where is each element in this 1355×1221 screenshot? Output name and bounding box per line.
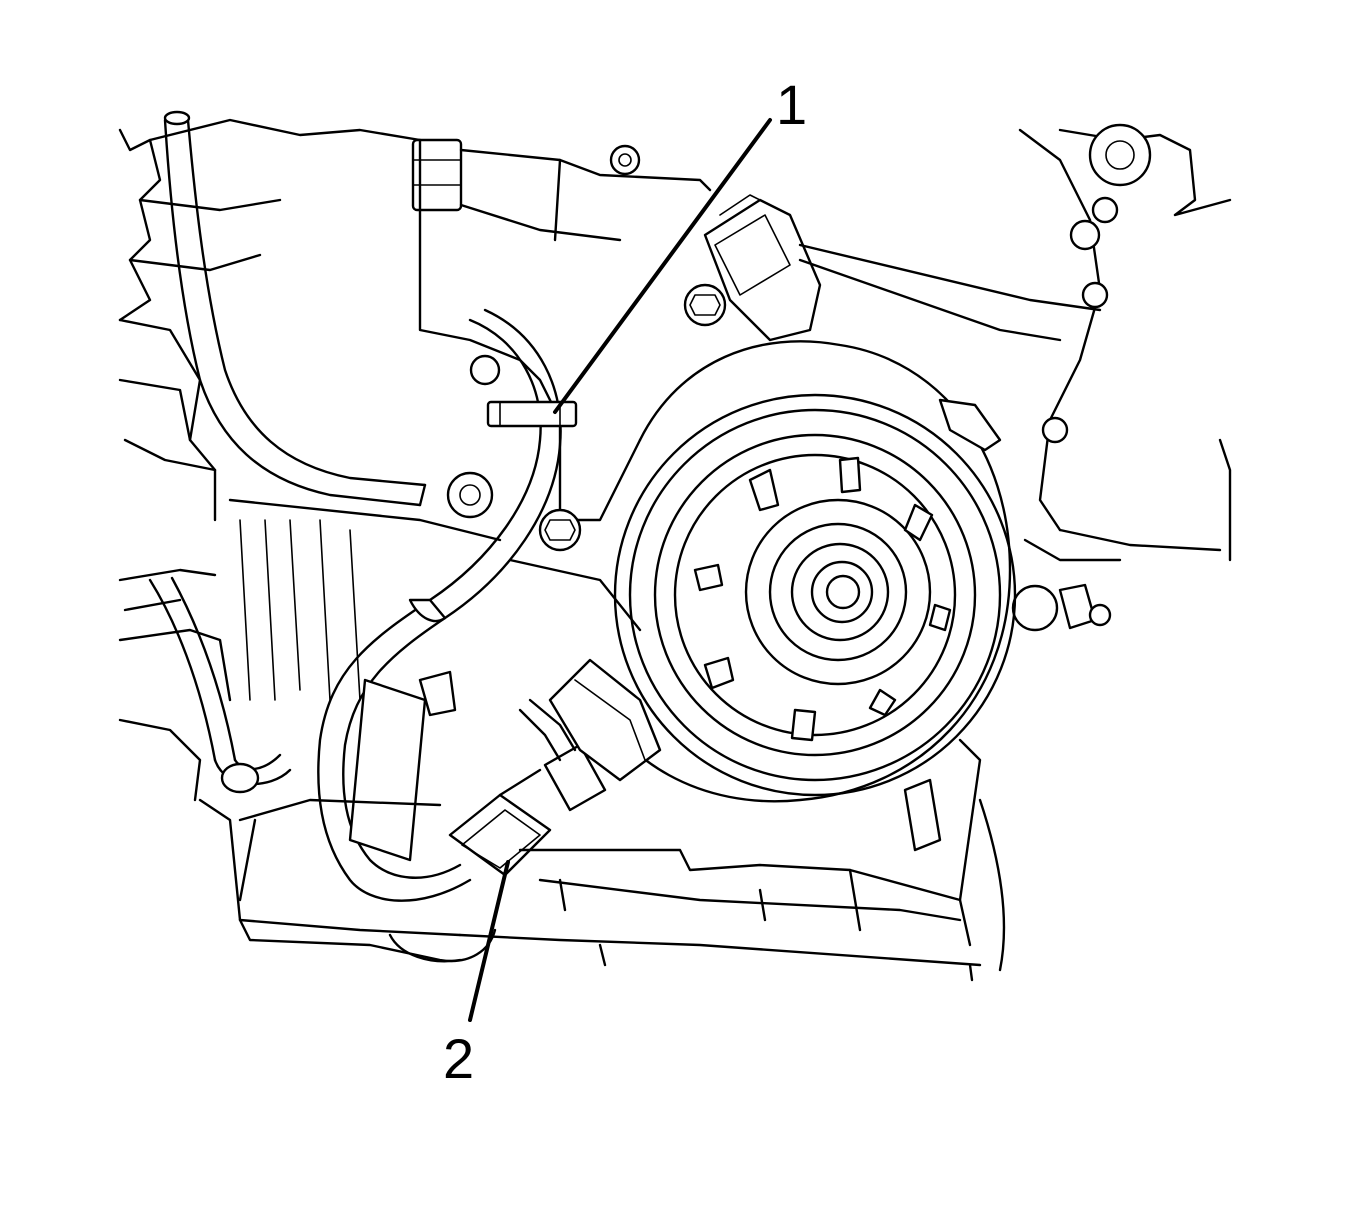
alternator-assembly [588, 340, 1017, 803]
callout-2-label: 2 [443, 1027, 474, 1090]
coolant-hose-left [163, 110, 427, 507]
callout-2-leader [468, 860, 510, 1022]
sensor-connector-lower [348, 658, 662, 877]
center-bracket [418, 138, 642, 632]
oil-pan [238, 738, 1006, 982]
callout-1-leader [553, 118, 772, 414]
upper-connector-block [411, 138, 712, 242]
vacuum-hose-lower-left [148, 576, 292, 794]
harness-clip [486, 400, 578, 428]
wiring-harness [317, 308, 578, 902]
callout-1: 1 [553, 73, 807, 414]
callout-1-label: 1 [776, 73, 807, 136]
engine-block-right [798, 123, 1232, 632]
sensor-connector-top [683, 194, 822, 342]
callout-2: 2 [443, 860, 510, 1090]
